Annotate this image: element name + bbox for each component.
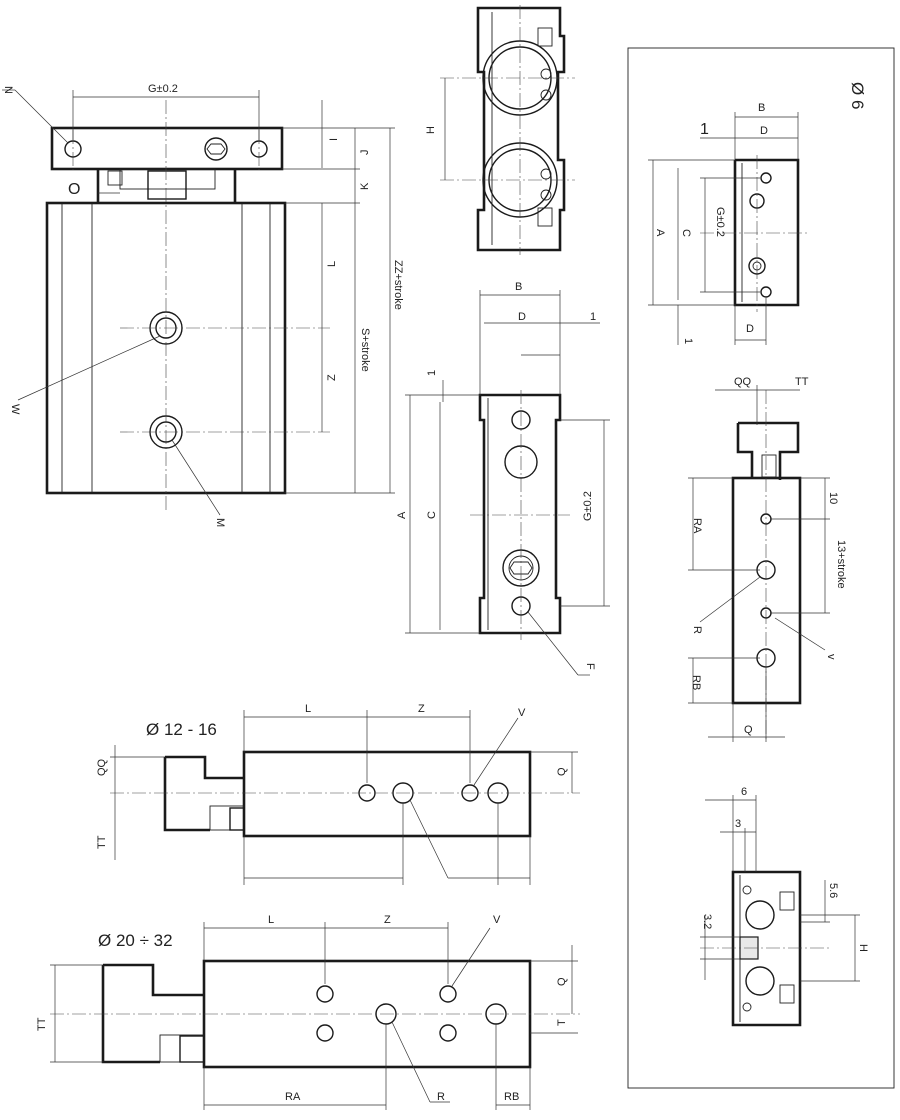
dim-g-front: G±0.2: [148, 83, 178, 95]
dim-d-d6-bottom: D: [746, 323, 754, 335]
dim-10-d6: 10: [827, 492, 839, 504]
dim-z-front: Z: [326, 374, 338, 381]
dim-1-d6-bottom: 1: [682, 338, 694, 344]
dim-d-d6: D: [760, 125, 768, 137]
title-d20-32: Ø 20 ÷ 32: [98, 931, 173, 950]
dim-qq-12: QQ: [96, 758, 108, 776]
front-view: [2, 89, 395, 516]
dim-w: W: [9, 404, 21, 415]
dim-13-stroke-d6: 13+stroke: [835, 540, 847, 589]
dim-o: O: [68, 181, 80, 198]
dim-tt-12: TT: [96, 835, 108, 849]
dim-v-20: V: [493, 914, 501, 926]
end-view-mid: [405, 290, 610, 676]
dim-l-12: L: [305, 703, 311, 715]
title-d12-16: Ø 12 - 16: [146, 720, 217, 739]
dim-c-d6: C: [680, 229, 692, 237]
dim-tt-d6: TT: [795, 376, 809, 388]
dim-zz-stroke: ZZ+stroke: [392, 260, 404, 310]
dim-5-6-d6: 5.6: [827, 883, 839, 898]
dim-l-front: L: [326, 261, 338, 267]
dim-a-mid: A: [396, 511, 408, 519]
dim-h-top: H: [425, 126, 437, 134]
dim-rb-20: RB: [504, 1091, 519, 1103]
end-view-bores: [440, 5, 575, 255]
dim-rb-d6: RB: [690, 675, 702, 690]
dim-tt-20: TT: [36, 1017, 48, 1031]
dim-h-d6: H: [857, 944, 869, 952]
dim-r-d6: R: [691, 626, 703, 634]
dim-q-20: Q: [556, 977, 568, 986]
dim-g-mid: G±0.2: [582, 491, 594, 521]
dim-ra-d6: RA: [691, 518, 703, 534]
dim-1-d6: 1: [700, 121, 709, 138]
panel-d6: [627, 47, 895, 1089]
dim-ra-20: RA: [285, 1091, 301, 1103]
dim-6-d6: 6: [741, 786, 747, 798]
dim-qq-d6: QQ: [734, 376, 752, 388]
dim-v-12: V: [518, 707, 526, 719]
side-view-20-32: [50, 922, 580, 1110]
dim-r-20: R: [437, 1091, 445, 1103]
dim-q-12: Q: [556, 767, 568, 776]
dim-q-d6: Q: [744, 724, 753, 736]
dim-1-mid-left: 1: [426, 370, 438, 376]
dim-l-20: L: [268, 914, 274, 926]
dim-n: N: [2, 86, 14, 94]
dim-k: K: [359, 182, 371, 190]
side-view-12-16: [110, 710, 580, 885]
dim-f: F: [584, 663, 596, 670]
dim-a-d6: A: [654, 229, 666, 237]
dim-g-d6: G±0.2: [714, 207, 726, 237]
dim-t-20: T: [556, 1019, 568, 1026]
dim-b-mid: B: [515, 281, 522, 293]
dim-3-2-d6: 3.2: [701, 914, 713, 929]
dim-1-mid-right: 1: [590, 311, 596, 323]
title-d6: Ø 6: [848, 82, 867, 109]
dim-3-d6: 3: [735, 818, 741, 830]
dim-v-d6: v: [825, 654, 837, 660]
dim-s-stroke: S+stroke: [359, 328, 371, 372]
dim-c-mid: C: [426, 511, 438, 519]
dim-z-20: Z: [384, 914, 391, 926]
dim-d-mid: D: [518, 311, 526, 323]
dim-m: M: [214, 518, 226, 527]
dim-z-12: Z: [418, 703, 425, 715]
dim-j: J: [359, 150, 371, 156]
dim-b-d6: B: [758, 102, 765, 114]
dim-i: I: [328, 138, 340, 141]
